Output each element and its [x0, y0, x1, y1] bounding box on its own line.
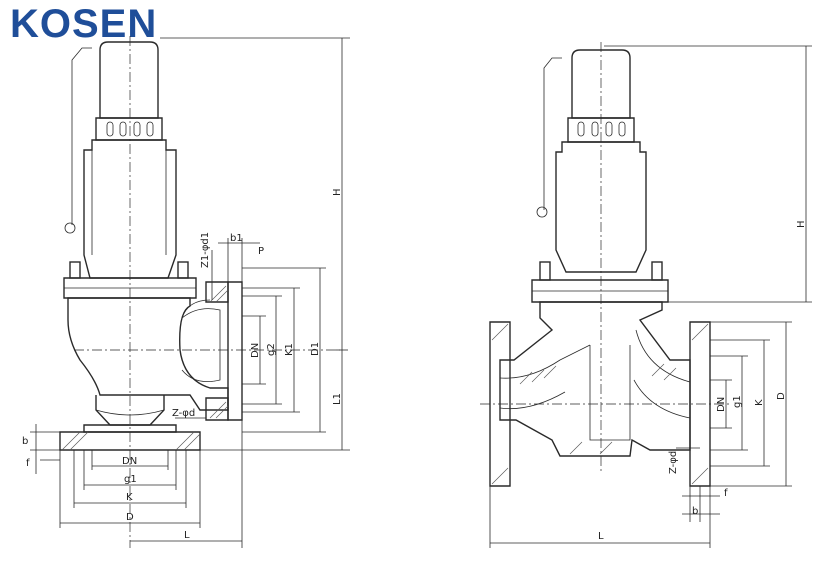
right-dim-b: b: [692, 506, 698, 517]
left-dim-L: L: [184, 530, 190, 541]
left-dim-H: H: [332, 188, 343, 196]
right-dim-Z-d: Z-φd: [668, 451, 679, 474]
right-dim-f: f: [724, 488, 728, 499]
right-valve: H D K g1 DN Z-φd f b L: [480, 42, 812, 548]
left-dim-P: P: [258, 246, 264, 257]
left-dim-K: K: [126, 492, 133, 503]
left-dim-L1: L1: [332, 393, 343, 405]
left-dim-b1: b1: [230, 233, 243, 244]
right-dim-DN: DN: [716, 397, 727, 412]
right-dim-D: D: [776, 392, 787, 400]
right-dim-H: H: [796, 220, 807, 228]
left-dim-D1: D1: [310, 342, 321, 356]
left-dim-g2: g2: [266, 343, 277, 356]
left-dim-DN-vertical: DN: [250, 343, 261, 358]
left-valve: H L1 D1 K1 g2 DN Z1-φd1 b1 P Z-φd b f DN…: [22, 36, 350, 548]
left-dim-DN-horizontal: DN: [122, 456, 137, 467]
right-dim-L: L: [598, 531, 604, 542]
right-dim-K: K: [754, 399, 765, 406]
right-dim-g1: g1: [732, 395, 743, 408]
kosen-logo: KOSEN: [10, 2, 158, 46]
left-dim-f: f: [26, 458, 30, 469]
left-dim-Z-d: Z-φd: [172, 408, 195, 419]
left-dim-K1: K1: [284, 343, 295, 356]
left-dim-g1: g1: [124, 474, 137, 485]
left-dim-D: D: [126, 512, 134, 523]
left-dim-b: b: [22, 436, 28, 447]
left-dim-Z1-d1: Z1-φd1: [200, 232, 211, 268]
